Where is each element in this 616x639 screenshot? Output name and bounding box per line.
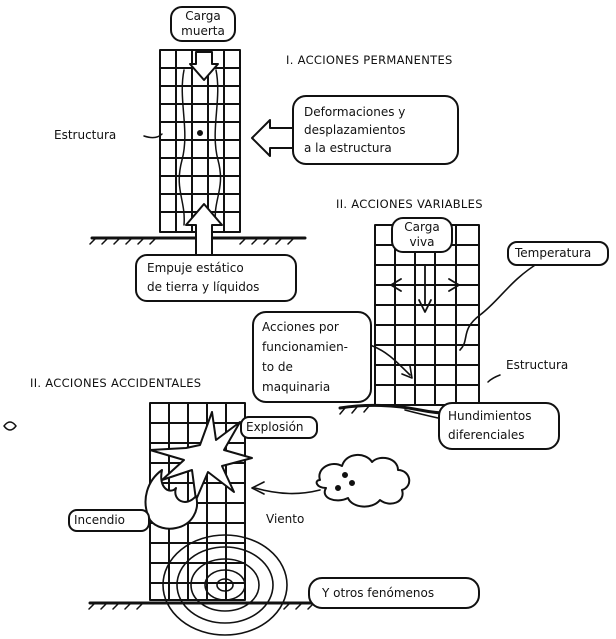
machinery-line-1: Acciones por	[262, 320, 339, 334]
structure-pointer-2	[487, 374, 501, 383]
live-load-label-2: viva	[409, 235, 435, 249]
wind-label: Viento	[266, 512, 305, 526]
earth-pressure-box: Empuje estático de tierra y líquidos	[135, 254, 297, 302]
temperature-label: Temperatura	[515, 246, 592, 260]
machinery-line-2: funcionamien-	[262, 340, 349, 354]
ground-line-3	[88, 601, 322, 610]
fire-box: Incendio	[68, 509, 150, 532]
earth-pressure-line-2: de tierra y líquidos	[147, 280, 260, 294]
temperature-arrow	[459, 261, 541, 351]
corner-mark-icon	[3, 421, 17, 431]
settlement-box: Hundimientos diferenciales	[438, 402, 560, 450]
fire-icon	[144, 469, 198, 530]
structure-pointer-1	[143, 133, 163, 139]
deformations-line-2: desplazamientos	[304, 123, 406, 137]
wind-cloud-icon	[315, 454, 411, 508]
settlement-line-1: Hundimientos	[448, 409, 532, 423]
earth-pressure-line-1: Empuje estático	[147, 261, 244, 275]
deformations-line-3: a la estructura	[304, 141, 392, 155]
live-load-box: Carga viva	[391, 217, 453, 253]
temperature-box: Temperatura	[507, 241, 609, 266]
permanent-structure-grid	[159, 49, 241, 233]
machinery-line-3: to de	[262, 360, 293, 374]
explosion-icon	[149, 411, 253, 501]
dead-load-box: Carga muerta	[170, 6, 236, 42]
earth-pressure-arrow	[185, 203, 223, 261]
section-permanent-title: I. ACCIONES PERMANENTES	[286, 53, 453, 67]
section-variable-title: II. ACCIONES VARIABLES	[336, 197, 483, 211]
deformations-box: Deformaciones y desplazamientos a la est…	[292, 95, 459, 165]
dead-load-label-1: Carga	[185, 9, 221, 23]
settlement-line-2: diferenciales	[448, 428, 525, 442]
deformation-arrow	[251, 119, 293, 157]
live-load-arrows	[390, 264, 460, 313]
section-accidental-title: II. ACCIONES ACCIDENTALES	[30, 376, 202, 390]
structure-label-2: Estructura	[506, 358, 569, 372]
explosion-label: Explosión	[246, 420, 304, 434]
dead-load-arrow	[189, 51, 219, 81]
wind-arrow	[254, 487, 321, 495]
live-load-label-1: Carga	[404, 220, 440, 234]
explosion-box: Explosión	[240, 416, 318, 439]
others-box: Y otros fenómenos	[308, 577, 480, 609]
structure-label-1: Estructura	[54, 128, 117, 142]
machinery-box: Acciones por funcionamien- to de maquina…	[252, 311, 372, 403]
others-label: Y otros fenómenos	[322, 586, 435, 600]
dead-load-label-2: muerta	[181, 24, 225, 38]
deformations-line-1: Deformaciones y	[304, 105, 406, 119]
fire-label: Incendio	[74, 513, 126, 527]
machinery-arrow	[369, 344, 411, 376]
machinery-line-4: maquinaria	[262, 380, 331, 394]
settlement-arrow	[404, 409, 439, 419]
seismic-rings-icon	[162, 534, 288, 636]
